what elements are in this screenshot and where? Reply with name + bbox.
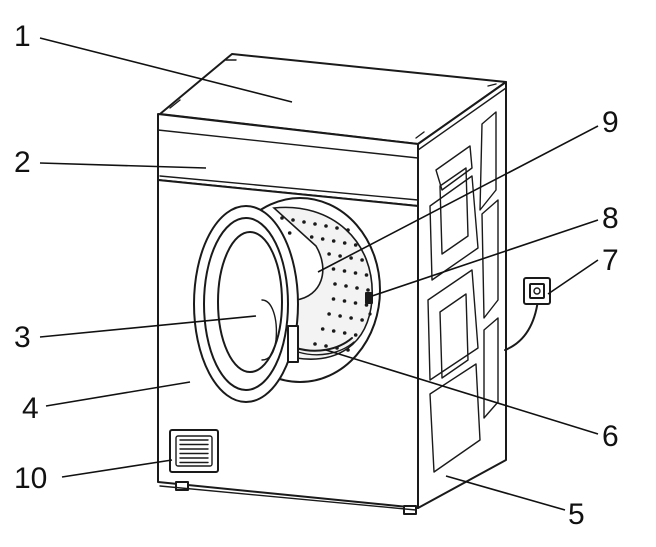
leader-6 bbox=[325, 349, 599, 435]
drum-hole bbox=[349, 256, 353, 260]
door-shape bbox=[193, 205, 299, 403]
drum-hole bbox=[353, 301, 358, 305]
drum-hole bbox=[280, 216, 284, 220]
leader-2 bbox=[39, 162, 207, 169]
drum-hole bbox=[366, 288, 370, 292]
drum-hole bbox=[346, 228, 350, 232]
leader-1 bbox=[39, 37, 293, 103]
drum-hole bbox=[313, 342, 317, 346]
drum-hole bbox=[353, 271, 358, 275]
drum-shape bbox=[272, 206, 373, 360]
drum-hole bbox=[320, 327, 325, 331]
drum-hole bbox=[327, 252, 331, 256]
drum-hole bbox=[342, 299, 347, 303]
side-panel-shape bbox=[417, 81, 507, 509]
drum-hole bbox=[313, 222, 317, 226]
callout-8: 8 bbox=[602, 202, 619, 235]
callout-9: 9 bbox=[602, 106, 619, 139]
drum-hole bbox=[344, 284, 348, 288]
drum-hole bbox=[338, 314, 342, 318]
drum-hole bbox=[320, 237, 325, 241]
drum-hole bbox=[360, 318, 364, 322]
drum-hole bbox=[360, 258, 364, 262]
callout-7: 7 bbox=[602, 244, 619, 277]
appliance-body bbox=[157, 53, 551, 515]
drum-hole bbox=[333, 282, 337, 286]
callout-3: 3 bbox=[14, 321, 31, 354]
leader-3 bbox=[39, 315, 257, 338]
callout-1: 1 bbox=[14, 20, 31, 53]
drum-hole bbox=[331, 267, 336, 271]
drum-hole bbox=[353, 333, 358, 337]
leader-8 bbox=[371, 219, 599, 297]
drum-hole bbox=[338, 254, 342, 258]
drum-hole bbox=[342, 269, 347, 273]
leader-4 bbox=[45, 381, 191, 407]
drum-hole bbox=[287, 231, 292, 235]
drum-hole bbox=[364, 273, 369, 277]
leader-lines bbox=[39, 37, 599, 511]
drum-hole bbox=[324, 224, 328, 228]
callout-5: 5 bbox=[568, 498, 585, 531]
drum-hole bbox=[302, 220, 306, 224]
callout-6: 6 bbox=[602, 420, 619, 453]
callout-2: 2 bbox=[14, 146, 31, 179]
top-cover-corners bbox=[169, 59, 497, 139]
drum-hole bbox=[309, 235, 314, 239]
leader-7 bbox=[547, 259, 599, 295]
drum-hole bbox=[331, 239, 336, 243]
drum-hole bbox=[355, 286, 359, 290]
leader-5 bbox=[445, 475, 566, 511]
side-emboss-pattern bbox=[427, 111, 499, 473]
leader-10 bbox=[61, 459, 173, 478]
air-vent-shape bbox=[169, 429, 219, 473]
drum-hole bbox=[335, 226, 339, 230]
drum-hole bbox=[342, 331, 347, 335]
drum-hole bbox=[291, 218, 295, 222]
drum-hole bbox=[346, 348, 350, 352]
power-plug-shape bbox=[504, 277, 551, 351]
callout-labels: 1 2 3 4 5 6 7 8 9 10 bbox=[14, 20, 619, 531]
door-lock-shape bbox=[365, 292, 373, 316]
base-feet bbox=[159, 481, 417, 515]
drum-hole bbox=[331, 297, 336, 301]
drum-hole bbox=[364, 303, 369, 307]
drum-hole bbox=[331, 329, 336, 333]
drum-hole bbox=[327, 312, 331, 316]
leader-9 bbox=[317, 125, 599, 273]
drum-hole bbox=[349, 316, 353, 320]
drum-hole bbox=[342, 241, 347, 245]
drum-hole bbox=[353, 243, 358, 247]
drum-hole bbox=[324, 344, 328, 348]
callout-4: 4 bbox=[22, 392, 39, 425]
callout-10: 10 bbox=[14, 462, 47, 495]
